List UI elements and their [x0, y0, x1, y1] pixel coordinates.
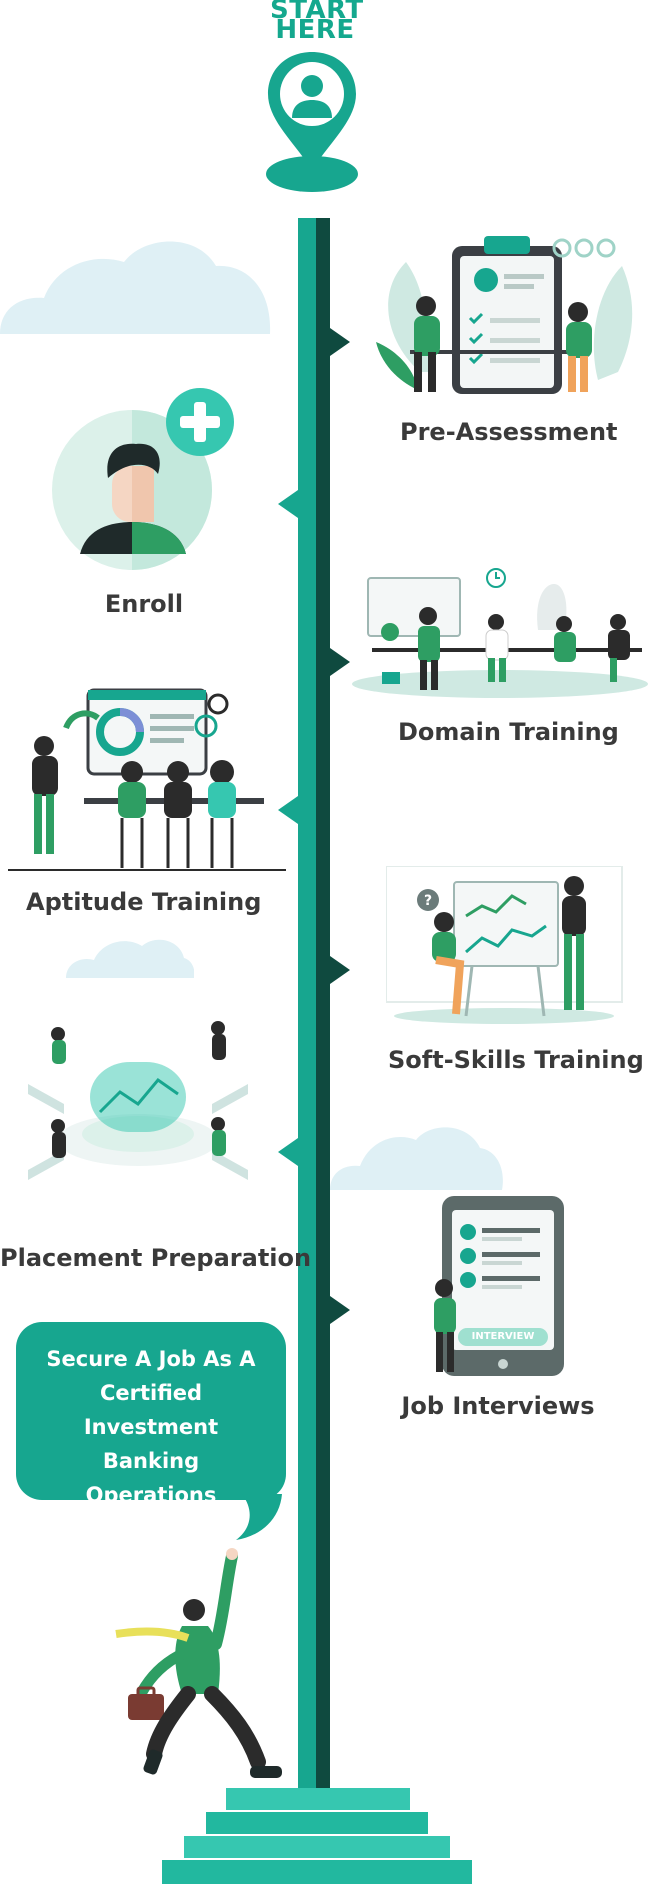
clipboard-icon: [484, 236, 530, 254]
goal-line-3: Banking Operations: [85, 1449, 217, 1507]
timeline-marker-right: [330, 956, 350, 984]
step-label-job-interviews: Job Interviews: [401, 1392, 595, 1420]
enroll-illustration: [52, 388, 234, 570]
step-label-pre-assessment: Pre-Assessment: [400, 418, 618, 446]
celebrating-man-illustration: [115, 1548, 282, 1778]
start-text: START: [270, 0, 364, 25]
soft-skills-training-illustration: ?: [386, 866, 623, 1024]
timeline-marker-left: [278, 796, 298, 824]
speech-bubble-tail: [236, 1494, 282, 1540]
step-label-soft-skills-training: Soft-Skills Training: [388, 1046, 644, 1074]
user-icon: [301, 75, 323, 97]
cloud: [330, 1127, 503, 1190]
placement-preparation-illustration: [28, 1021, 248, 1180]
step-label-placement-preparation: Placement Preparation: [0, 1244, 312, 1272]
timeline-marker-left: [278, 1138, 298, 1166]
aptitude-training-illustration: [8, 688, 286, 871]
start-here-label: START HERE: [270, 0, 364, 45]
goal-line-1: Secure A Job As A: [46, 1347, 256, 1371]
svg-text:?: ?: [424, 893, 432, 909]
pre-assessment-illustration: [376, 236, 633, 394]
clock-icon: [486, 568, 506, 588]
map-pin-icon: [266, 52, 358, 192]
step-label-enroll: Enroll: [104, 590, 184, 618]
goal-line-4: Professional: [77, 1517, 225, 1541]
timeline-pole: [298, 218, 330, 1788]
timeline-marker-left: [278, 490, 298, 518]
gear-icon: [194, 714, 218, 738]
domain-training-illustration: [352, 568, 648, 698]
goal-line-2: Certified Investment: [83, 1381, 219, 1439]
briefcase-icon: [382, 672, 400, 684]
cloud: [0, 241, 271, 334]
timeline-marker-right: [330, 1296, 350, 1324]
gear-icon: [207, 693, 229, 715]
goal-speech-bubble: Secure A Job As A Certified Investment B…: [16, 1322, 286, 1541]
question-icon: [417, 889, 439, 911]
interview-button: INTERVIEW: [471, 1331, 535, 1342]
here-text: HERE: [275, 15, 355, 45]
briefcase-icon: [128, 1694, 164, 1720]
cloud: [66, 939, 194, 978]
checkmark-icon: [460, 1224, 476, 1288]
timeline-marker-right: [330, 328, 350, 356]
job-interviews-illustration: [434, 1196, 564, 1376]
timeline-marker-right: [330, 648, 350, 676]
step-label-domain-training: Domain Training: [398, 718, 619, 746]
step-label-aptitude-training: Aptitude Training: [26, 888, 262, 916]
